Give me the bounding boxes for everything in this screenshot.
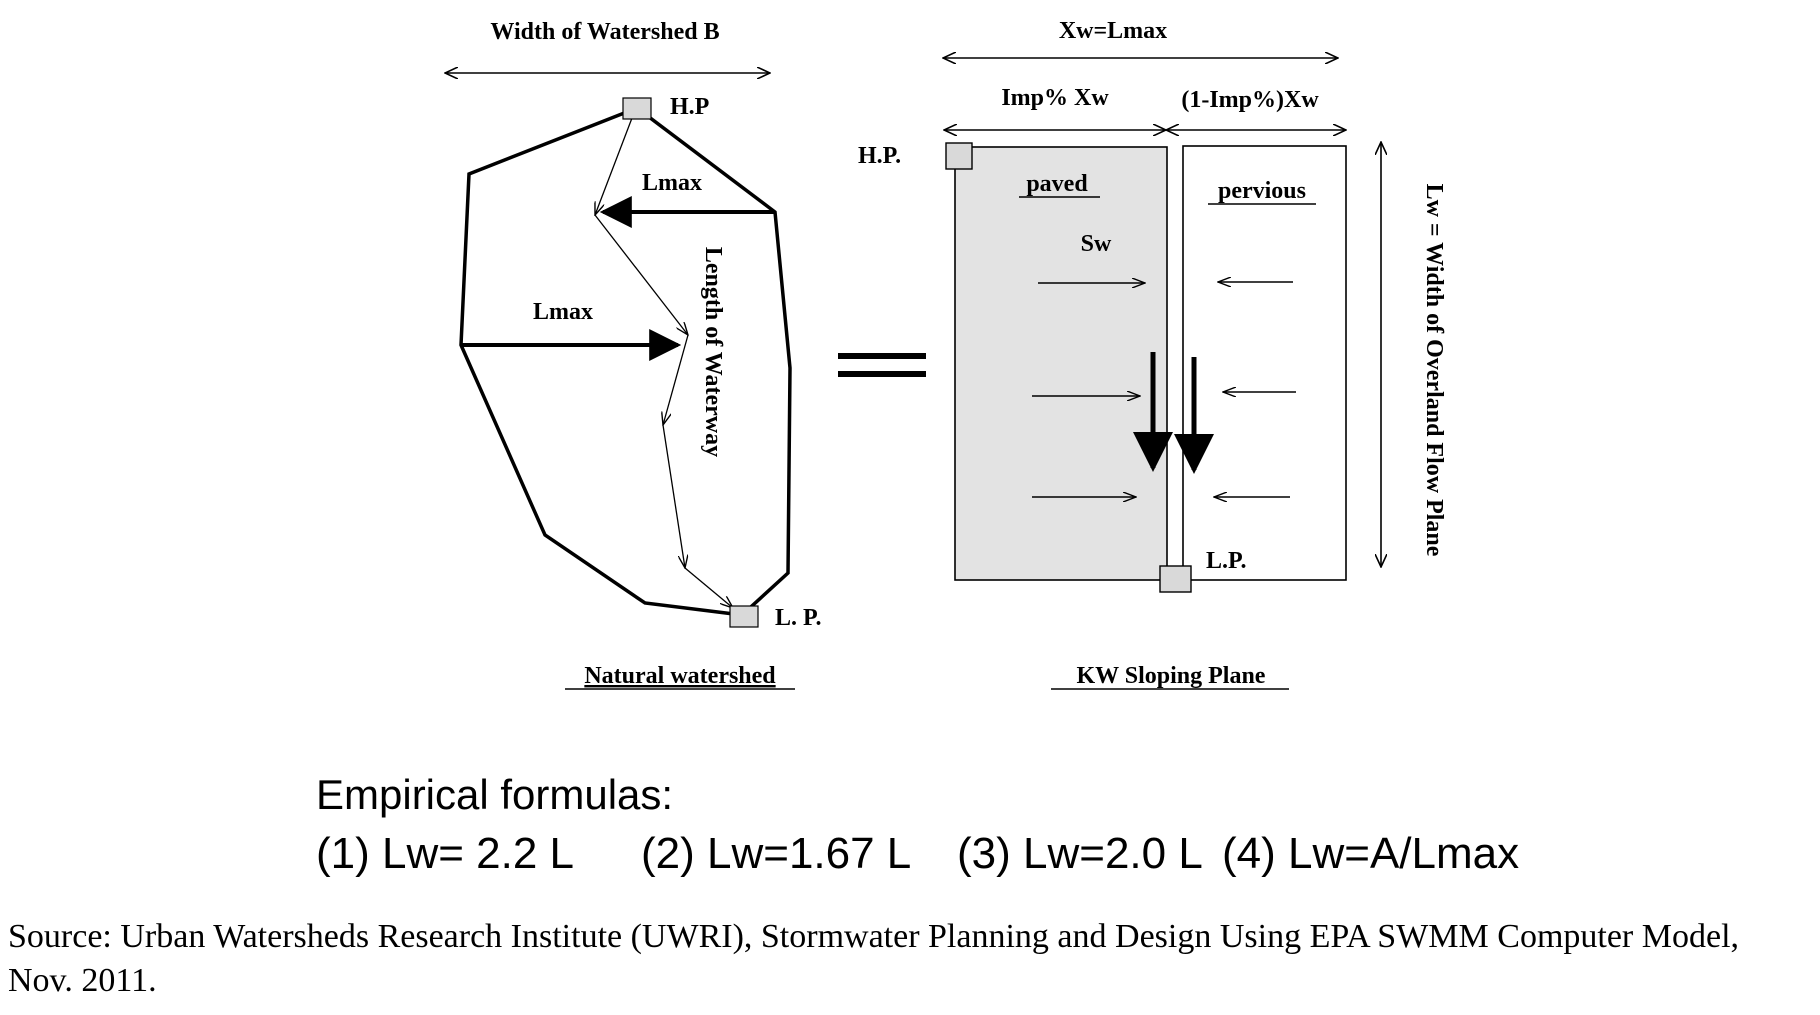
lw-width-label: Lw = Width of Overland Flow Plane xyxy=(1421,184,1447,557)
watershed-outline xyxy=(459,106,792,617)
sw-label: Sw xyxy=(1081,231,1112,257)
formula-3: (3) Lw=2.0 L xyxy=(957,829,1203,878)
low-point-node-left xyxy=(729,605,759,628)
equals-sign-bottom xyxy=(838,371,926,377)
pervious-label: pervious xyxy=(1218,178,1306,204)
hp-right-label: H.P. xyxy=(858,143,901,169)
lp-left-label: L. P. xyxy=(775,605,821,631)
formula-2: (2) Lw=1.67 L xyxy=(641,829,911,878)
low-point-node-right xyxy=(1159,565,1192,593)
high-point-node-left xyxy=(622,97,652,120)
waterway-segment xyxy=(684,567,733,608)
waterway-segment xyxy=(594,214,688,335)
pervious-area xyxy=(1182,145,1347,581)
one-minus-imp-xw-label: (1-Imp%)Xw xyxy=(1181,87,1319,113)
source-citation: Source: Urban Watersheds Research Instit… xyxy=(8,918,1740,999)
formula-4: (4) Lw=A/Lmax xyxy=(1222,829,1519,878)
lmax-mid-label: Lmax xyxy=(533,299,593,325)
width-watershed-label: Width of Watershed B xyxy=(490,19,719,45)
equals-sign-top xyxy=(838,353,926,359)
lp-right-label: L.P. xyxy=(1206,548,1246,574)
high-point-node-right xyxy=(945,142,973,170)
natural-watershed-label: Natural watershed xyxy=(584,663,776,689)
xw-lmax-label: Xw=Lmax xyxy=(1059,18,1167,44)
length-waterway-label: Length of Waterway xyxy=(700,247,726,457)
hp-left-label: H.P xyxy=(670,94,709,120)
paved-area xyxy=(954,146,1168,581)
waterway-segment xyxy=(662,424,685,568)
imp-xw-label: Imp% Xw xyxy=(1001,85,1109,111)
formula-1: (1) Lw= 2.2 L xyxy=(316,829,574,878)
paved-label: paved xyxy=(1026,171,1088,197)
kw-sloping-plane-label: KW Sloping Plane xyxy=(1077,663,1266,689)
formulas-title: Empirical formulas: xyxy=(316,771,673,818)
waterway-segment xyxy=(595,117,633,215)
waterway-segment xyxy=(663,334,689,425)
lmax-top-label: Lmax xyxy=(642,170,702,196)
